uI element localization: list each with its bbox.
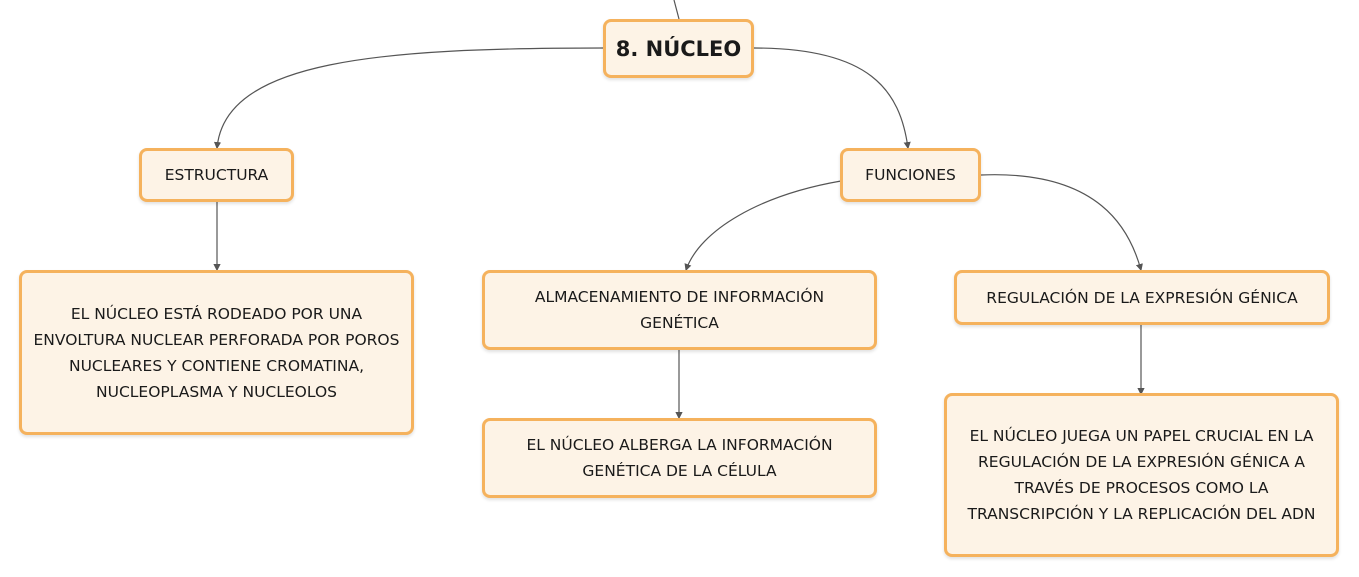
node-almacenamiento[interactable]: ALMACENAMIENTO DE INFORMACIÓN GENÉTICA <box>482 270 877 350</box>
node-regulacion[interactable]: REGULACIÓN DE LA EXPRESIÓN GÉNICA <box>954 270 1330 325</box>
node-funciones-label: FUNCIONES <box>865 166 956 184</box>
connector-funciones-to-regulacion <box>980 174 1143 272</box>
root-node-label: 8. NÚCLEO <box>615 36 742 61</box>
node-almacenamiento-description-label: EL NÚCLEO ALBERGA LA INFORMACIÓN GENÉTIC… <box>526 436 833 480</box>
node-regulacion-label: REGULACIÓN DE LA EXPRESIÓN GÉNICA <box>986 288 1298 307</box>
node-almacenamiento-label: ALMACENAMIENTO DE INFORMACIÓN GENÉTICA <box>534 288 825 332</box>
node-estructura-description-label: EL NÚCLEO ESTÁ RODEADO POR UNA ENVOLTURA… <box>33 304 400 401</box>
connector-root-to-funciones <box>753 47 911 150</box>
node-regulacion-description-label: EL NÚCLEO JUEGA UN PAPEL CRUCIAL EN LA R… <box>967 427 1316 523</box>
node-almacenamiento-description[interactable]: EL NÚCLEO ALBERGA LA INFORMACIÓN GENÉTIC… <box>482 418 877 498</box>
node-funciones[interactable]: FUNCIONES <box>840 148 981 202</box>
connector-root-to-estructura <box>213 47 605 150</box>
node-estructura-label: ESTRUCTURA <box>164 166 269 184</box>
node-estructura-description[interactable]: EL NÚCLEO ESTÁ RODEADO POR UNA ENVOLTURA… <box>19 270 414 435</box>
node-regulacion-description[interactable]: EL NÚCLEO JUEGA UN PAPEL CRUCIAL EN LA R… <box>944 393 1339 557</box>
root-node-nucleo[interactable]: 8. NÚCLEO <box>603 19 754 78</box>
connector-funciones-to-almacenamiento <box>684 180 842 272</box>
connector-parent-to-root <box>673 0 680 20</box>
node-estructura[interactable]: ESTRUCTURA <box>139 148 294 202</box>
